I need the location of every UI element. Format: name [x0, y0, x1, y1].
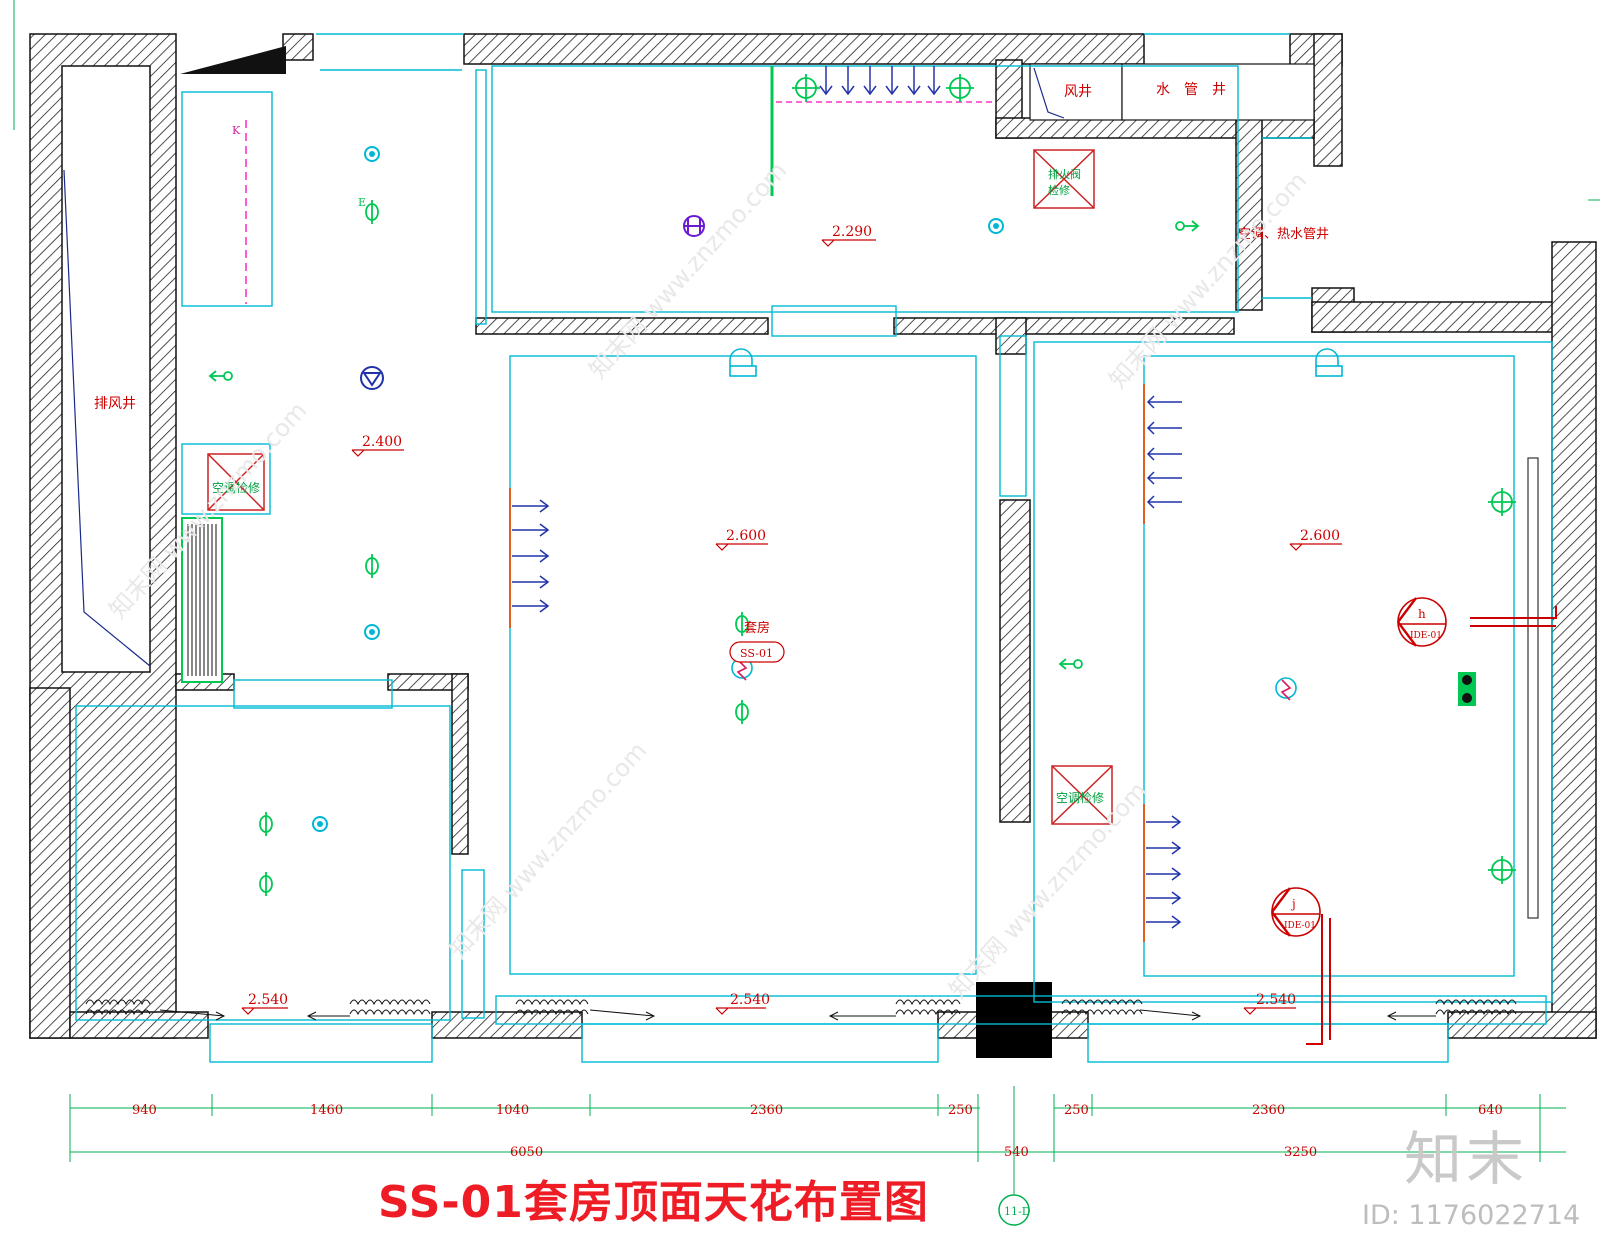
- brand-logo: 知末: [1404, 1125, 1529, 1193]
- level-living: 2.600: [1300, 528, 1340, 544]
- curtain-track: [1527, 457, 1539, 919]
- e-mark: E: [358, 196, 366, 209]
- ceiling-outlines: [75, 33, 1553, 1063]
- ac-access-right-label: 空调检修: [1056, 790, 1104, 805]
- dim-250-left: 250: [948, 1103, 973, 1118]
- level-markers: [241, 239, 1342, 1015]
- diffuser-orange-bars: [509, 384, 1145, 942]
- suite-name-label: 套房: [744, 620, 770, 636]
- sprinkler-icon: [729, 348, 1343, 377]
- fire-valve-access-label: 排火阀检修: [1048, 167, 1081, 197]
- suite-code-label: SS-01: [740, 647, 773, 660]
- axis-bubble-label: 11-D: [1004, 1205, 1031, 1218]
- linear-diffusers: [512, 66, 1182, 929]
- detail-h-sheet: IDE-01: [1410, 631, 1442, 641]
- watermark-2: 知末网 www.znzmo.com: [584, 157, 793, 384]
- dim-640: 640: [1478, 1103, 1503, 1118]
- axis-bubble-circle: [998, 1194, 1030, 1226]
- detail-callouts: [1271, 597, 1557, 1045]
- suite-code-tag: [729, 641, 785, 663]
- structural-column: [976, 982, 1052, 1058]
- level-bedroom: 2.600: [726, 528, 766, 544]
- ac-hot-water-shaft-label: 空调、热水管井: [1238, 227, 1329, 242]
- exhaust-shaft-label: 排风井: [94, 396, 136, 412]
- detail-j-letter: j: [1290, 897, 1296, 911]
- water-pipe-shaft-label: 水 管 井: [1156, 82, 1226, 98]
- downlights-cyan: [312, 146, 1004, 832]
- return-air-grille: [181, 517, 223, 683]
- dim-540: 540: [1004, 1145, 1029, 1160]
- dim-3250: 3250: [1284, 1145, 1317, 1160]
- exhaust-fan-icon: [683, 215, 705, 237]
- water-pipe-shaft-void: [1121, 63, 1315, 121]
- level-window-right: 2.540: [1256, 992, 1296, 1008]
- dim-1040: 1040: [496, 1103, 529, 1118]
- door-swing-wedge: [180, 46, 286, 74]
- detail-j-sheet: IDE-01: [1284, 921, 1316, 931]
- watermark-4: 知末网 www.znzmo.com: [444, 737, 653, 964]
- level-window-mid: 2.540: [730, 992, 770, 1008]
- dim-2360-left: 2360: [750, 1103, 783, 1118]
- dim-6050: 6050: [510, 1145, 543, 1160]
- detail-h-letter: h: [1418, 607, 1426, 621]
- dimension-lines: [13, 0, 1600, 1212]
- access-panels: [207, 149, 1113, 825]
- level-bath: 2.290: [832, 224, 872, 240]
- exhaust-shaft-void: [61, 65, 151, 673]
- level-corridor: 2.400: [362, 434, 402, 450]
- watermark-3: 知末网 www.znzmo.com: [1104, 167, 1313, 394]
- air-shaft-void: [1029, 63, 1123, 121]
- walls: [29, 33, 1597, 1039]
- dim-940: 940: [132, 1103, 157, 1118]
- drawing-title: SS-01套房顶面天花布置图: [378, 1177, 929, 1228]
- dim-250-right: 250: [1064, 1103, 1089, 1118]
- level-window-left: 2.540: [248, 992, 288, 1008]
- spotlights-green: [208, 74, 1516, 896]
- air-shaft-label: 风井: [1064, 84, 1092, 100]
- curtain-coils: [85, 999, 1517, 1021]
- brand-id: ID: 1176022714: [1362, 1200, 1581, 1231]
- k-mark: K: [232, 124, 241, 137]
- dim-1460: 1460: [310, 1103, 343, 1118]
- dim-2360-right: 2360: [1252, 1103, 1285, 1118]
- speaker-icon: [1458, 672, 1476, 706]
- exhaust-shaft-diagonal: [63, 169, 151, 667]
- watermark-5: 知末网 www.znzmo.com: [944, 777, 1153, 1004]
- ac-access-left-label: 空调检修: [212, 480, 260, 495]
